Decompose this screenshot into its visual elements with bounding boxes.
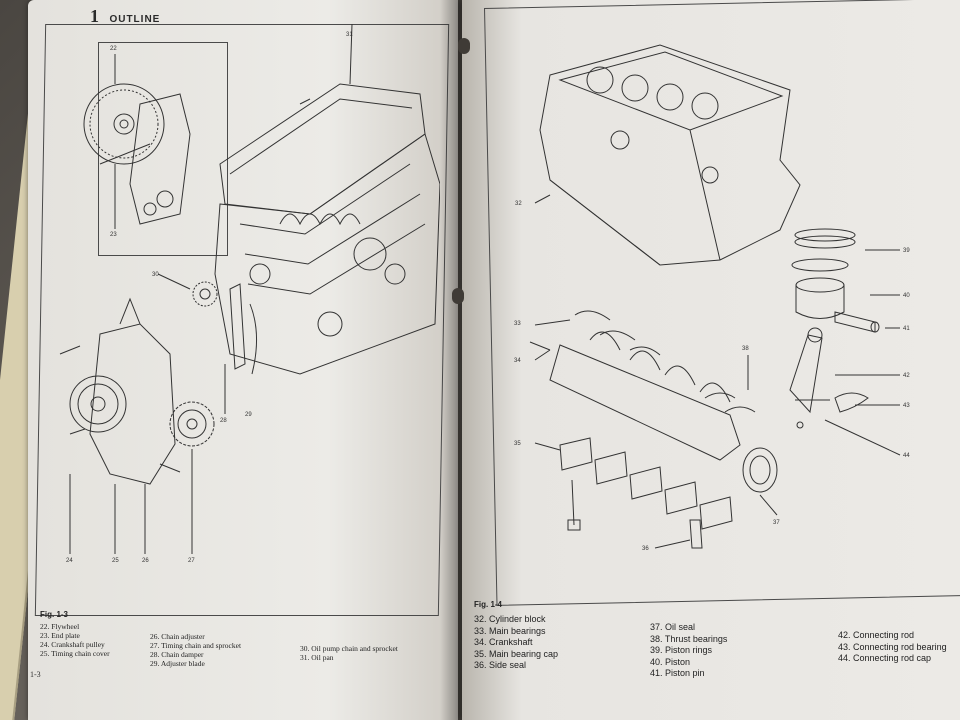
callout-39: 39	[903, 248, 910, 254]
right-page	[462, 0, 960, 720]
legend-item: 31. Oil pan	[300, 653, 334, 662]
legend-item: 26. Chain adjuster	[150, 632, 205, 641]
callout-41: 41	[903, 326, 910, 332]
callout-32: 32	[515, 201, 522, 207]
flywheel-inset-frame	[98, 42, 228, 256]
callout-37: 37	[773, 520, 780, 526]
callout-31: 31	[346, 32, 353, 38]
callout-23: 23	[110, 232, 117, 238]
page-number: 1-3	[30, 670, 41, 679]
legend-left-col1: 22. Flywheel 23. End plate 24. Crankshaf…	[40, 622, 110, 658]
legend-item: 39. Piston rings	[650, 645, 713, 655]
figure-label-left: Fig. 1-3	[40, 610, 69, 619]
legend-right-col3: 42. Connecting rod 43. Connecting rod be…	[838, 630, 947, 665]
callout-40: 40	[903, 293, 910, 299]
legend-item: 35. Main bearing cap	[474, 648, 559, 659]
callout-24: 24	[66, 558, 73, 564]
callout-36: 36	[642, 546, 649, 552]
callout-30: 30	[152, 272, 159, 278]
legend-item: 41. Piston pin	[650, 668, 705, 678]
legend-item: 43. Connecting rod bearing	[838, 641, 947, 652]
legend-item: 27. Timing chain and sprocket	[150, 641, 242, 650]
callout-44: 44	[903, 453, 910, 459]
binder-hole	[458, 38, 470, 54]
callout-38: 38	[742, 346, 749, 352]
callout-29: 29	[245, 412, 252, 418]
figure-label-right: Fig. 1-4	[474, 600, 503, 609]
legend-item: 29. Adjuster blade	[150, 659, 205, 668]
legend-item: 30. Oil pump chain and sprocket	[300, 644, 398, 653]
callout-43: 43	[903, 403, 910, 409]
left-page	[28, 0, 458, 720]
callout-26: 26	[142, 558, 149, 564]
legend-item: 42. Connecting rod	[838, 630, 915, 640]
legend-left-col2: 26. Chain adjuster 27. Timing chain and …	[150, 632, 241, 668]
legend-item: 38. Thrust bearings	[650, 633, 728, 644]
callout-22: 22	[110, 46, 117, 52]
binder-hole	[452, 288, 464, 304]
legend-item: 32. Cylinder block	[474, 614, 546, 624]
legend-item: 28. Chain damper	[150, 650, 204, 659]
legend-item: 24. Crankshaft pulley	[40, 640, 105, 649]
legend-left-col3: 30. Oil pump chain and sprocket 31. Oil …	[300, 644, 398, 662]
legend-item: 34. Crankshaft	[474, 637, 533, 647]
callout-42: 42	[903, 373, 910, 379]
legend-right-col2: 37. Oil seal 38. Thrust bearings 39. Pis…	[650, 622, 727, 680]
legend-item: 25. Timing chain cover	[40, 649, 110, 658]
chapter-number: 1	[90, 6, 99, 26]
legend-right-col1: 32. Cylinder block 33. Main bearings 34.…	[474, 614, 558, 672]
legend-item: 23. End plate	[40, 631, 80, 640]
callout-27: 27	[188, 558, 195, 564]
engine-assembly-drawing: 22 23 24 25 26 27 28 29 30 31	[59, 24, 440, 564]
chapter-header: 1 OUTLINE	[90, 6, 160, 27]
legend-item: 33. Main bearings	[474, 625, 546, 636]
chapter-title: OUTLINE	[109, 14, 161, 25]
block-assembly-drawing: 32 33 34 35 36 37 38 39 40 41 42 43 44	[514, 44, 910, 552]
legend-item: 36. Side seal	[474, 660, 527, 670]
callout-35: 35	[514, 441, 521, 447]
callout-28: 28	[220, 418, 227, 424]
callout-34: 34	[514, 358, 521, 364]
legend-item: 37. Oil seal	[650, 622, 696, 632]
legend-item: 44. Connecting rod cap	[838, 653, 932, 663]
legend-item: 22. Flywheel	[40, 622, 80, 631]
callout-25: 25	[112, 558, 119, 564]
legend-item: 40. Piston	[650, 656, 691, 667]
callout-33: 33	[514, 321, 521, 327]
